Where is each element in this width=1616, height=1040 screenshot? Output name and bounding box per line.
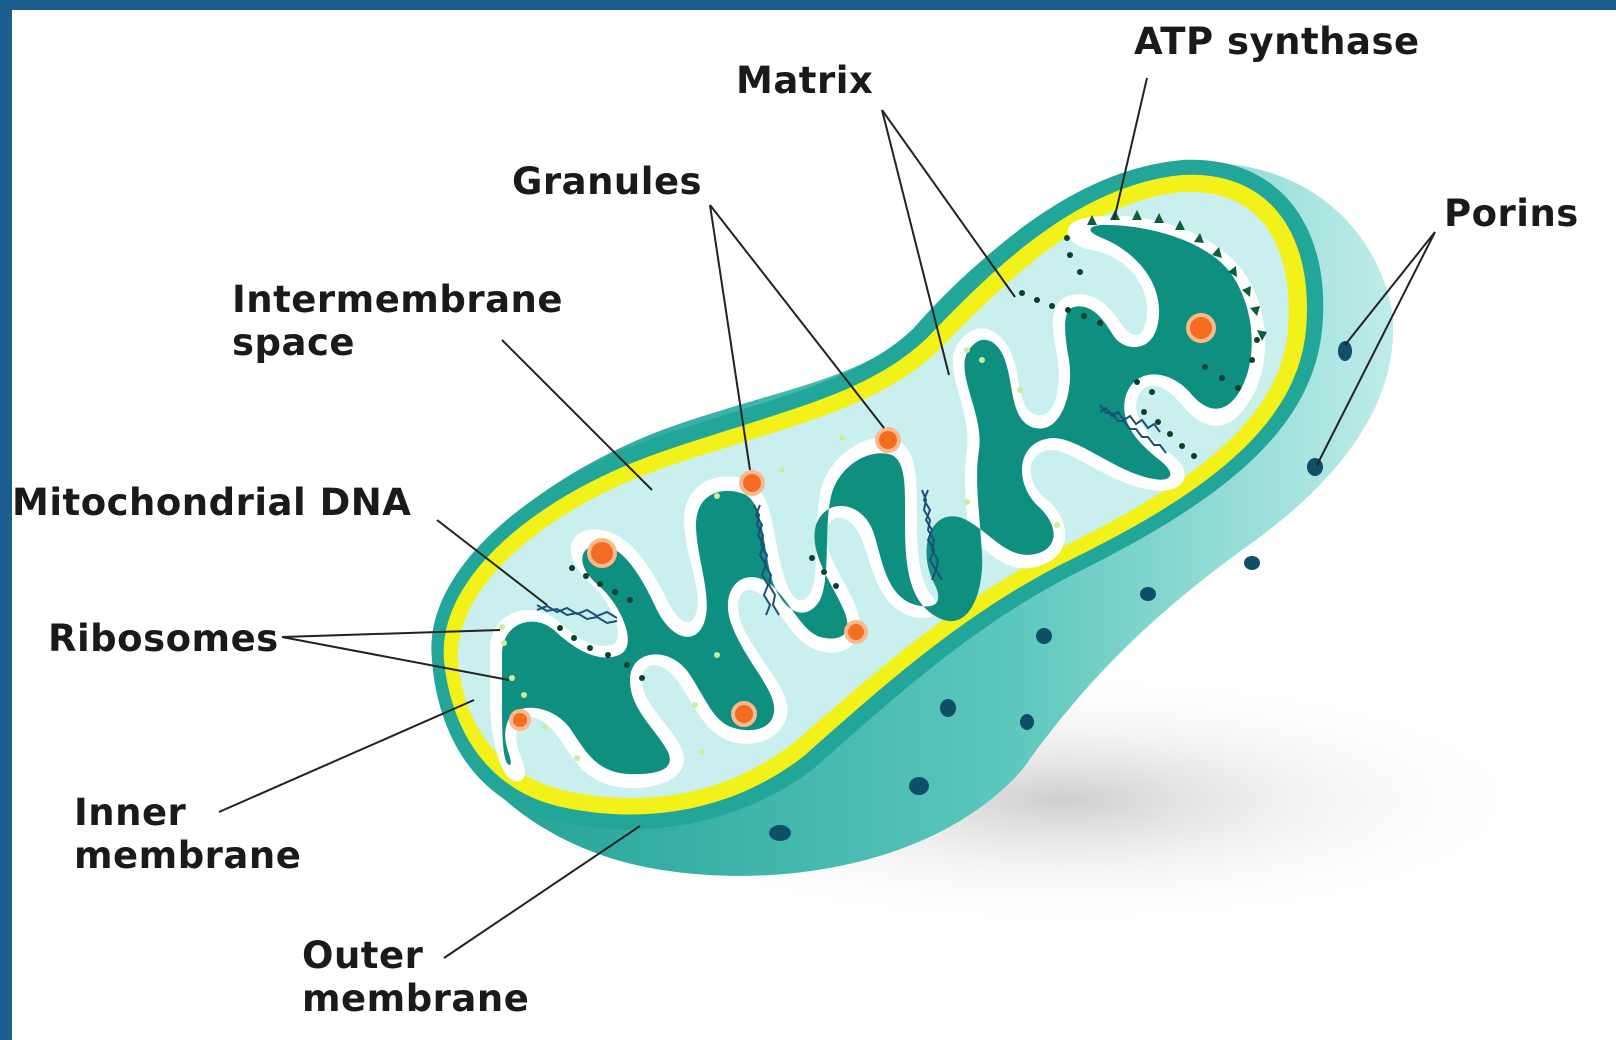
- ribosome: [574, 755, 580, 761]
- granule: [877, 429, 899, 451]
- crista-dot: [597, 581, 603, 587]
- leader-inner-membrane: [219, 700, 474, 812]
- granule: [741, 472, 763, 494]
- crista-dot: [624, 662, 630, 668]
- crista-dot: [1249, 357, 1255, 363]
- porin: [769, 825, 791, 841]
- label-inner-line2: membrane: [74, 834, 301, 877]
- crista-dot: [571, 635, 577, 641]
- mitochondrion-diagram: ATP synthase Matrix Granules Porins Inte…: [12, 10, 1616, 1040]
- crista-dot: [809, 555, 815, 561]
- ribosome: [964, 347, 970, 353]
- crista-dot: [1081, 313, 1087, 319]
- ribosome: [714, 652, 720, 658]
- porin: [1020, 714, 1034, 730]
- leader-matrix-2: [882, 110, 1015, 297]
- label-porins: Porins: [1444, 192, 1579, 235]
- ribosome: [964, 499, 970, 505]
- granule: [733, 703, 755, 725]
- porin: [1244, 556, 1260, 570]
- crista-dot: [1067, 252, 1073, 258]
- ribosome: [542, 724, 548, 730]
- crista-dot: [1149, 389, 1155, 395]
- crista-dot: [587, 645, 593, 651]
- crista-dot: [1179, 443, 1185, 449]
- label-intermembrane-line1: Intermembrane: [232, 278, 563, 321]
- ribosome: [779, 467, 785, 473]
- crista-dot: [1254, 337, 1260, 343]
- crista-dot: [1235, 385, 1241, 391]
- label-outer-line2: membrane: [302, 977, 529, 1020]
- crista-dot: [639, 675, 645, 681]
- crista-dot: [1219, 375, 1225, 381]
- ribosome: [1017, 387, 1023, 393]
- ribosome: [979, 357, 985, 363]
- crista-dot: [612, 589, 618, 595]
- porin: [940, 699, 956, 717]
- porin: [909, 777, 929, 795]
- diagram-frame: ATP synthase Matrix Granules Porins Inte…: [12, 10, 1616, 1040]
- ribosome: [839, 435, 845, 441]
- leader-intermembrane: [502, 340, 652, 490]
- crista-dot: [569, 565, 575, 571]
- crista-dot: [605, 652, 611, 658]
- crista-dot: [1034, 297, 1040, 303]
- ribosome: [521, 692, 527, 698]
- label-inner-line1: Inner: [74, 791, 187, 834]
- crista-dot: [1167, 431, 1173, 437]
- label-matrix: Matrix: [736, 59, 873, 102]
- label-granules: Granules: [512, 160, 702, 203]
- crista-dot: [1077, 269, 1083, 275]
- granule: [589, 540, 615, 566]
- porin: [1307, 458, 1323, 476]
- crista-dot: [1065, 307, 1071, 313]
- porin: [1140, 587, 1156, 601]
- crista-dot: [1019, 290, 1025, 296]
- label-mitochondrial-dna: Mitochondrial DNA: [12, 481, 411, 524]
- crista-dot: [1155, 419, 1161, 425]
- crista-dot: [821, 569, 827, 575]
- ribosome: [1054, 522, 1060, 528]
- crista-dot: [1141, 409, 1147, 415]
- crista-dot: [1134, 379, 1140, 385]
- label-outer-line1: Outer: [302, 934, 424, 977]
- ribosome: [509, 675, 515, 681]
- granule: [846, 622, 866, 642]
- crista-dot: [1049, 303, 1055, 309]
- ribosome: [714, 493, 720, 499]
- granule: [1188, 315, 1214, 341]
- crista-dot: [583, 573, 589, 579]
- ribosome: [699, 749, 705, 755]
- crista-dot: [1097, 320, 1103, 326]
- crista-dot: [833, 583, 839, 589]
- crista-dot: [557, 625, 563, 631]
- crista-dot: [627, 597, 633, 603]
- label-atp-synthase: ATP synthase: [1134, 20, 1420, 63]
- granule: [511, 711, 529, 729]
- crista-dot: [1064, 235, 1070, 241]
- crista-dot: [1202, 364, 1208, 370]
- porin: [1036, 628, 1052, 644]
- label-ribosomes: Ribosomes: [48, 617, 279, 660]
- ribosome: [501, 640, 507, 646]
- crista-dot: [1191, 453, 1197, 459]
- label-intermembrane-line2: space: [232, 321, 355, 364]
- ribosome: [692, 702, 698, 708]
- leader-outer-membrane: [444, 826, 640, 958]
